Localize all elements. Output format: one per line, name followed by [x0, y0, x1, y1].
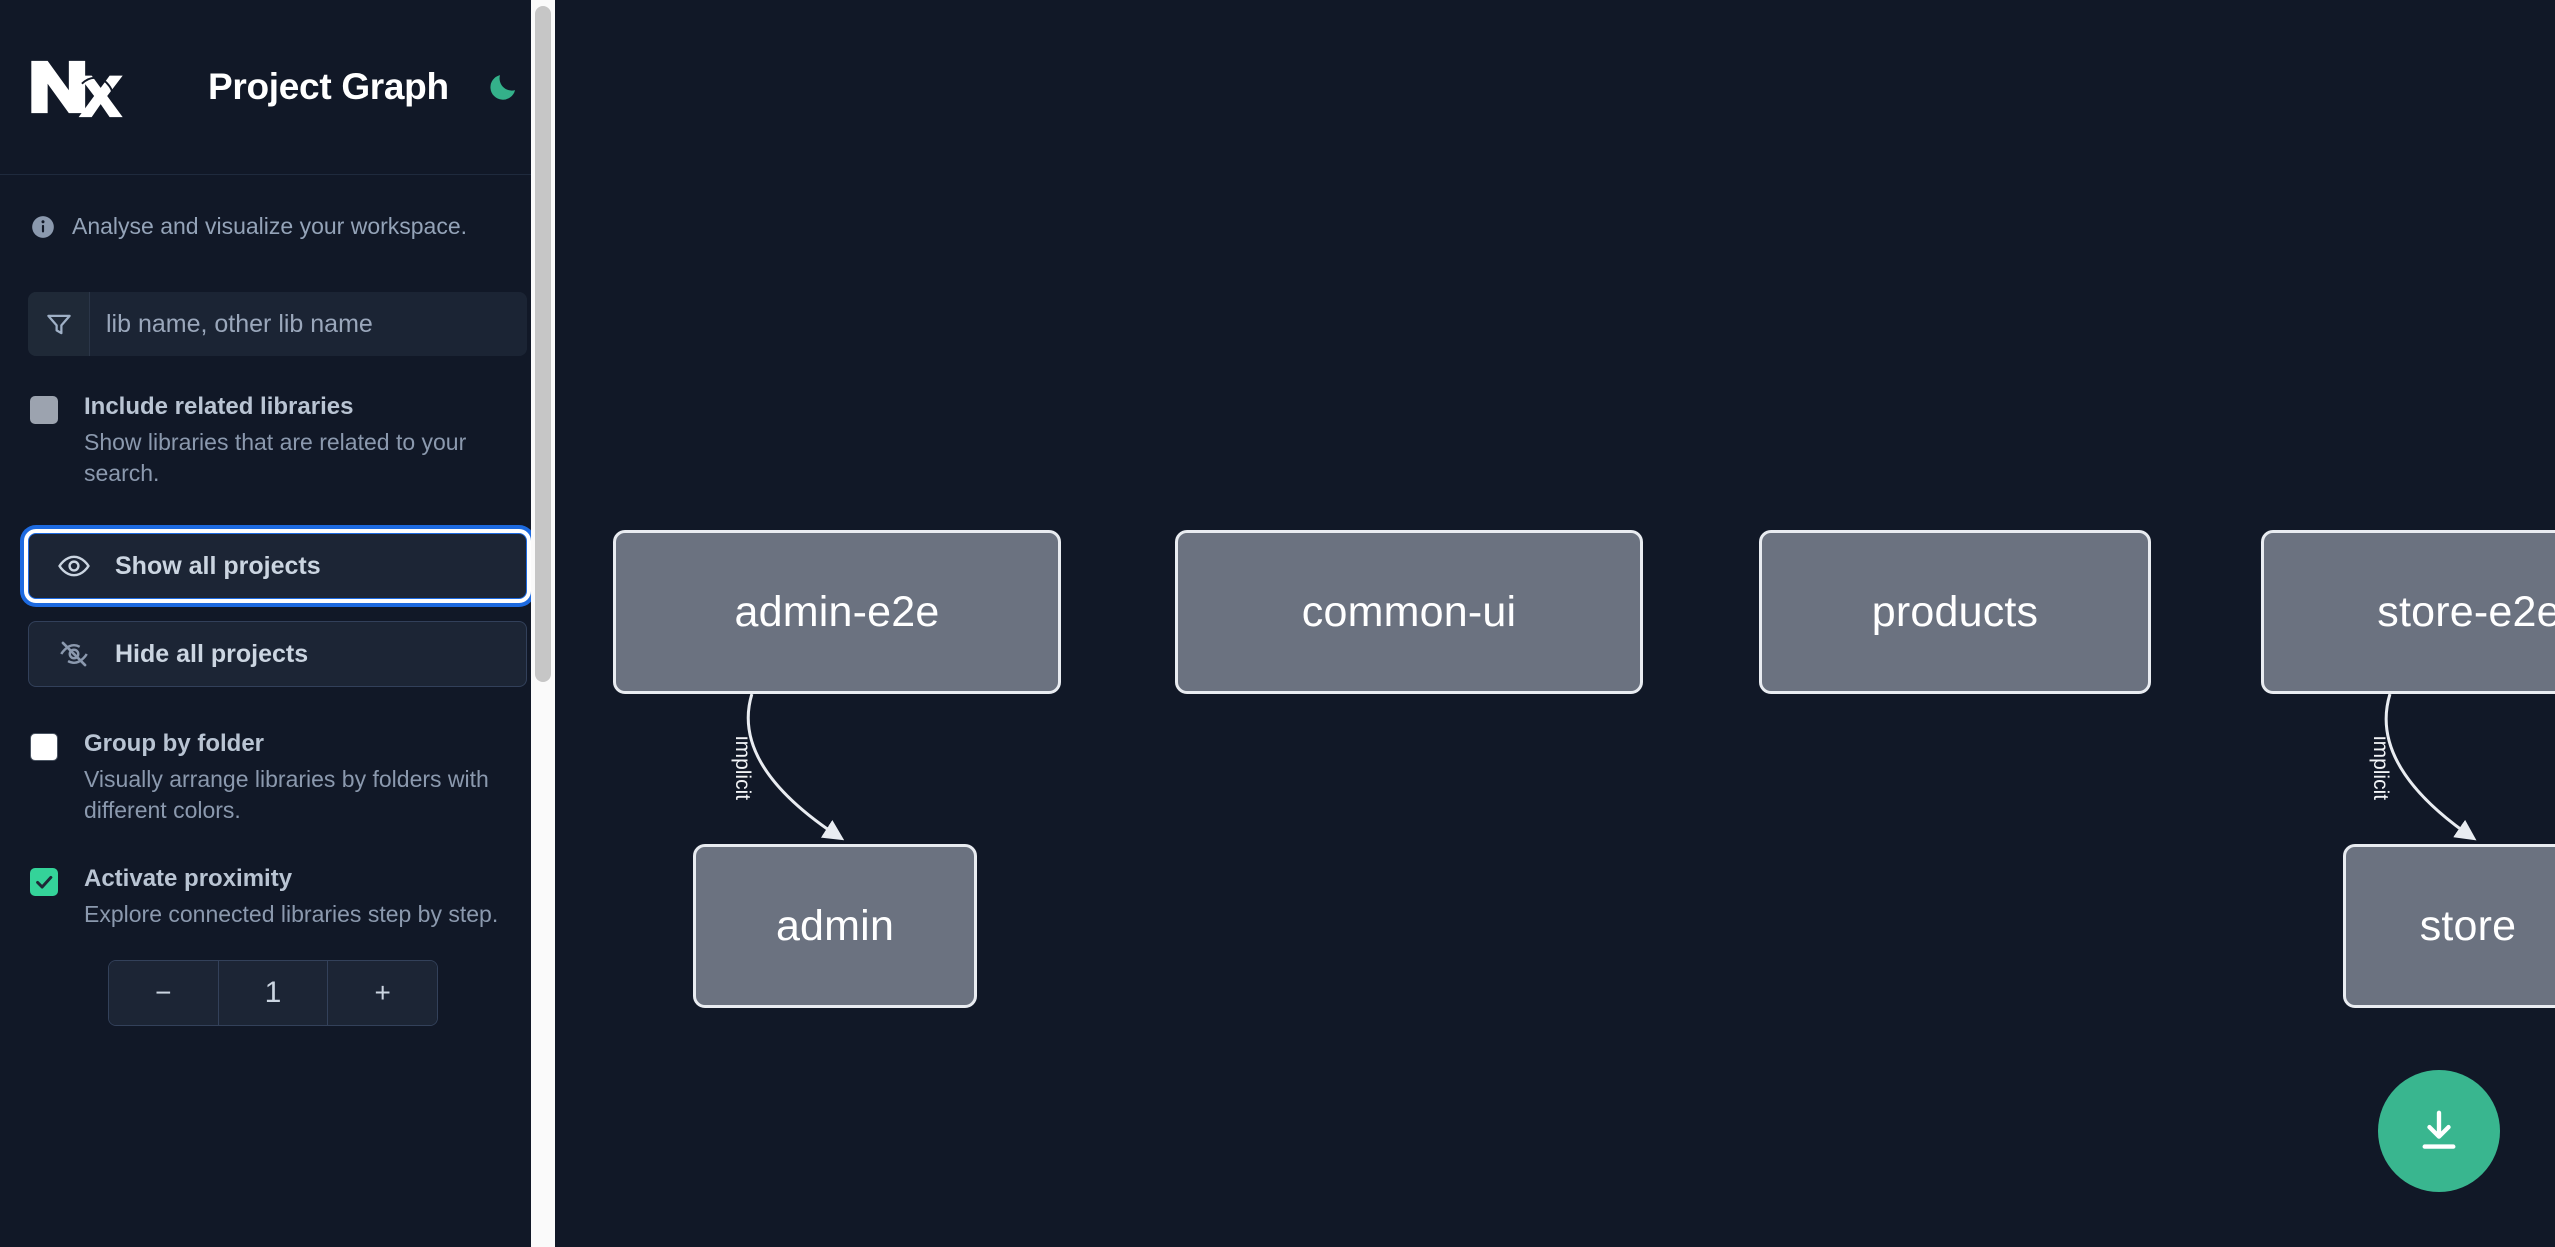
- graph-edges: [746, 693, 2477, 841]
- graph-node-admin-e2e[interactable]: admin-e2e: [613, 530, 1061, 694]
- nx-logo-icon: [28, 56, 126, 118]
- info-circle-icon: [30, 214, 56, 240]
- sidebar-scrollbar-track[interactable]: [531, 0, 555, 1247]
- sidebar-body: Include related libraries Show libraries…: [0, 292, 555, 1027]
- sidebar-scrollbar-thumb[interactable]: [535, 6, 551, 682]
- sidebar: Project Graph Analyse and visualize your…: [0, 0, 555, 1247]
- graph-node-common-ui[interactable]: common-ui: [1175, 530, 1643, 694]
- sidebar-header: Project Graph: [0, 0, 555, 175]
- include-related-libraries-description: Show libraries that are related to your …: [84, 429, 467, 487]
- include-related-libraries-checkbox[interactable]: [30, 396, 58, 424]
- option-include-related-libraries[interactable]: Include related libraries Show libraries…: [28, 392, 527, 489]
- search-input[interactable]: [90, 292, 527, 356]
- search-row: [28, 292, 527, 356]
- graph-node-store[interactable]: store: [2343, 844, 2555, 1008]
- hide-all-projects-label: Hide all projects: [115, 639, 309, 668]
- proximity-decrement-button[interactable]: −: [109, 961, 218, 1026]
- graph-node-products[interactable]: products: [1759, 530, 2151, 694]
- moon-icon[interactable]: [483, 67, 523, 107]
- show-all-projects-button[interactable]: Show all projects: [24, 529, 531, 604]
- info-banner-text: Analyse and visualize your workspace.: [72, 213, 468, 239]
- download-image-button[interactable]: [2378, 1070, 2500, 1192]
- graph-canvas[interactable]: admin-e2e common-ui products store-e2e admin…: [555, 0, 2555, 1247]
- option-group-by-folder[interactable]: Group by folder Visually arrange librari…: [28, 729, 527, 826]
- group-by-folder-label: Group by folder: [84, 730, 264, 758]
- page-title: Project Graph: [208, 66, 449, 107]
- graph-edge-store-e2e-to-store: [2384, 693, 2477, 841]
- eye-icon: [57, 549, 91, 583]
- group-by-folder-description: Visually arrange libraries by folders wi…: [84, 766, 489, 824]
- check-icon: [36, 876, 53, 889]
- hide-all-projects-button[interactable]: Hide all projects: [28, 621, 527, 688]
- info-banner: Analyse and visualize your workspace.: [0, 175, 555, 240]
- proximity-increment-button[interactable]: +: [327, 961, 437, 1026]
- download-icon: [2422, 1110, 2456, 1149]
- show-all-projects-label: Show all projects: [115, 551, 321, 580]
- activate-proximity-label: Activate proximity: [84, 865, 293, 893]
- proximity-value: 1: [217, 961, 328, 1026]
- group-by-folder-checkbox[interactable]: [30, 733, 58, 762]
- activate-proximity-checkbox[interactable]: [30, 868, 58, 897]
- option-activate-proximity[interactable]: Activate proximity Explore connected lib…: [28, 864, 527, 930]
- graph-node-admin[interactable]: admin: [693, 844, 977, 1008]
- eye-off-icon: [57, 637, 91, 671]
- activate-proximity-description: Explore connected libraries step by step…: [84, 901, 499, 928]
- proximity-stepper: − 1 +: [108, 960, 438, 1027]
- graph-node-store-e2e[interactable]: store-e2e: [2261, 530, 2555, 694]
- include-related-libraries-label: Include related libraries: [84, 393, 354, 420]
- filter-funnel-icon[interactable]: [28, 292, 90, 356]
- graph-edge-admin-e2e-to-admin: [746, 693, 845, 841]
